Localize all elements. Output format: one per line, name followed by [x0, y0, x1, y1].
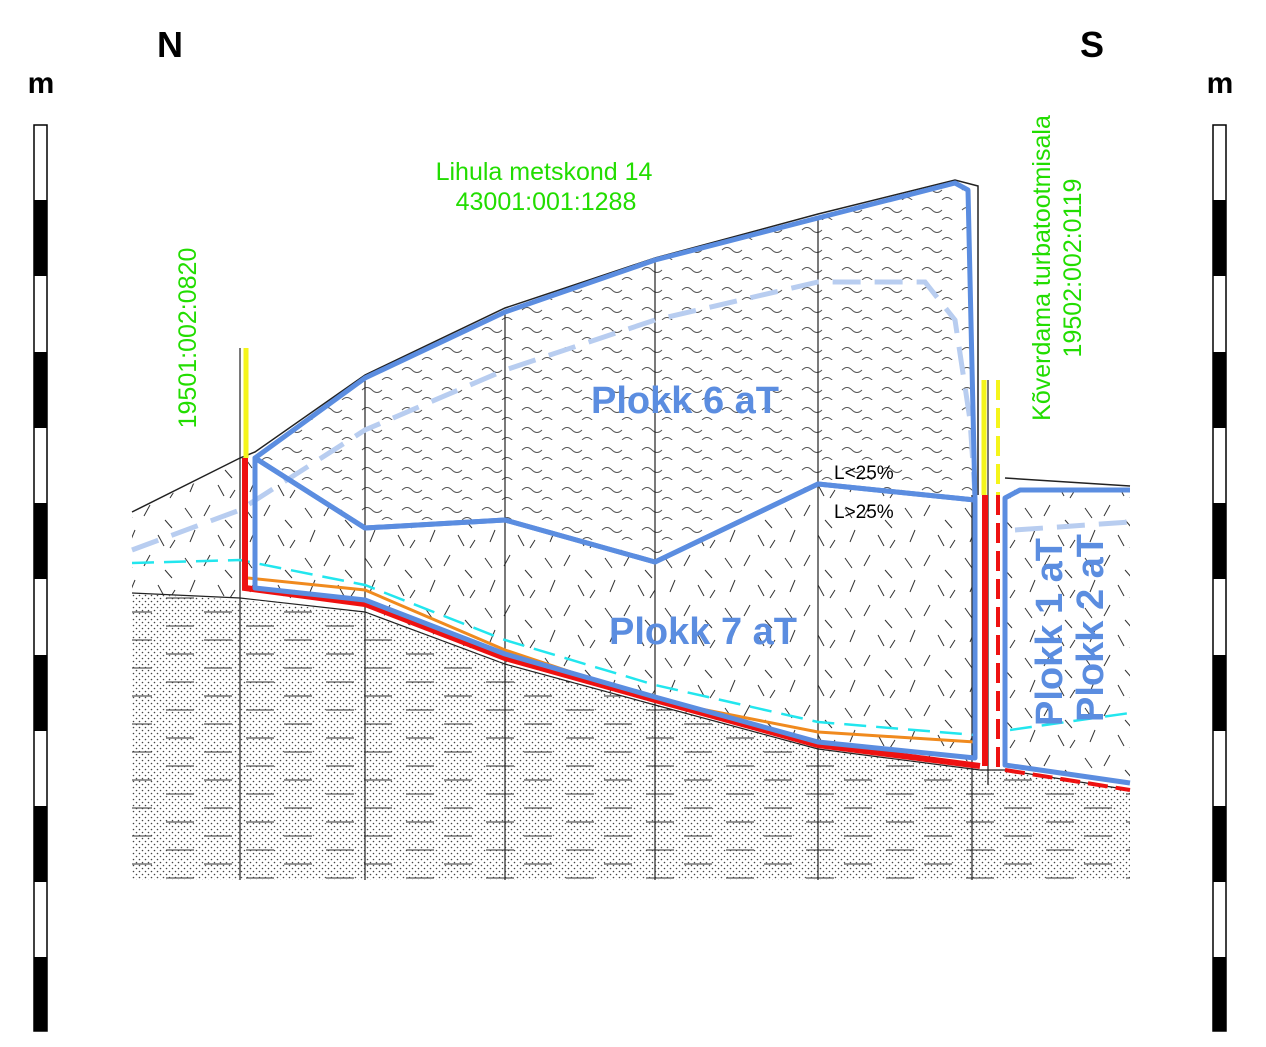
red-dashed-bottom: [1004, 768, 1131, 792]
substrate-clay-layer: [132, 593, 1130, 880]
north-label: N: [157, 24, 183, 65]
light-blue-dashed-right: [1014, 519, 1131, 533]
parcel-right-code: 19502:002:0119: [1059, 179, 1087, 358]
parcel-top-code: 43001:001:1288: [456, 188, 637, 216]
south-label: S: [1080, 24, 1104, 65]
block-1-2-outline: [1002, 487, 1131, 786]
block-1-label: Plokk 1 aT: [1029, 538, 1071, 726]
ground-surface-right: [1004, 477, 1131, 487]
parcel-right-name: Kõverdama turbatootmisala: [1028, 115, 1056, 421]
parcel-top-name: Lihula metskond 14: [436, 158, 653, 186]
unit-label-left: m: [28, 67, 55, 100]
cyan-dashed-line: [131, 558, 976, 737]
block-6-label: Plokk 6 aT: [591, 380, 779, 422]
parcel-left-code: 19501:002:0820: [174, 248, 202, 429]
block-7-label: Plokk 7 aT: [609, 611, 797, 653]
light-blue-dashed-line: [131, 279, 978, 553]
unit-label-right: m: [1207, 67, 1234, 100]
ash-content-more-label: L>25%: [834, 502, 894, 523]
upper-peat-layer: [255, 183, 975, 562]
block-7-outline: [252, 455, 978, 761]
red-boundary-line: [242, 458, 981, 769]
ash-content-less-label: L<25%: [834, 463, 894, 484]
left-scale-bar: [33, 124, 48, 1032]
right-scale-bar: [1212, 124, 1227, 1032]
cyan-dashed-right: [1009, 711, 1131, 732]
right-lower-peat-layer: [1005, 488, 1130, 782]
block-2-label: Plokk 2 aT: [1070, 534, 1112, 722]
lower-peat-layer: [132, 458, 975, 762]
